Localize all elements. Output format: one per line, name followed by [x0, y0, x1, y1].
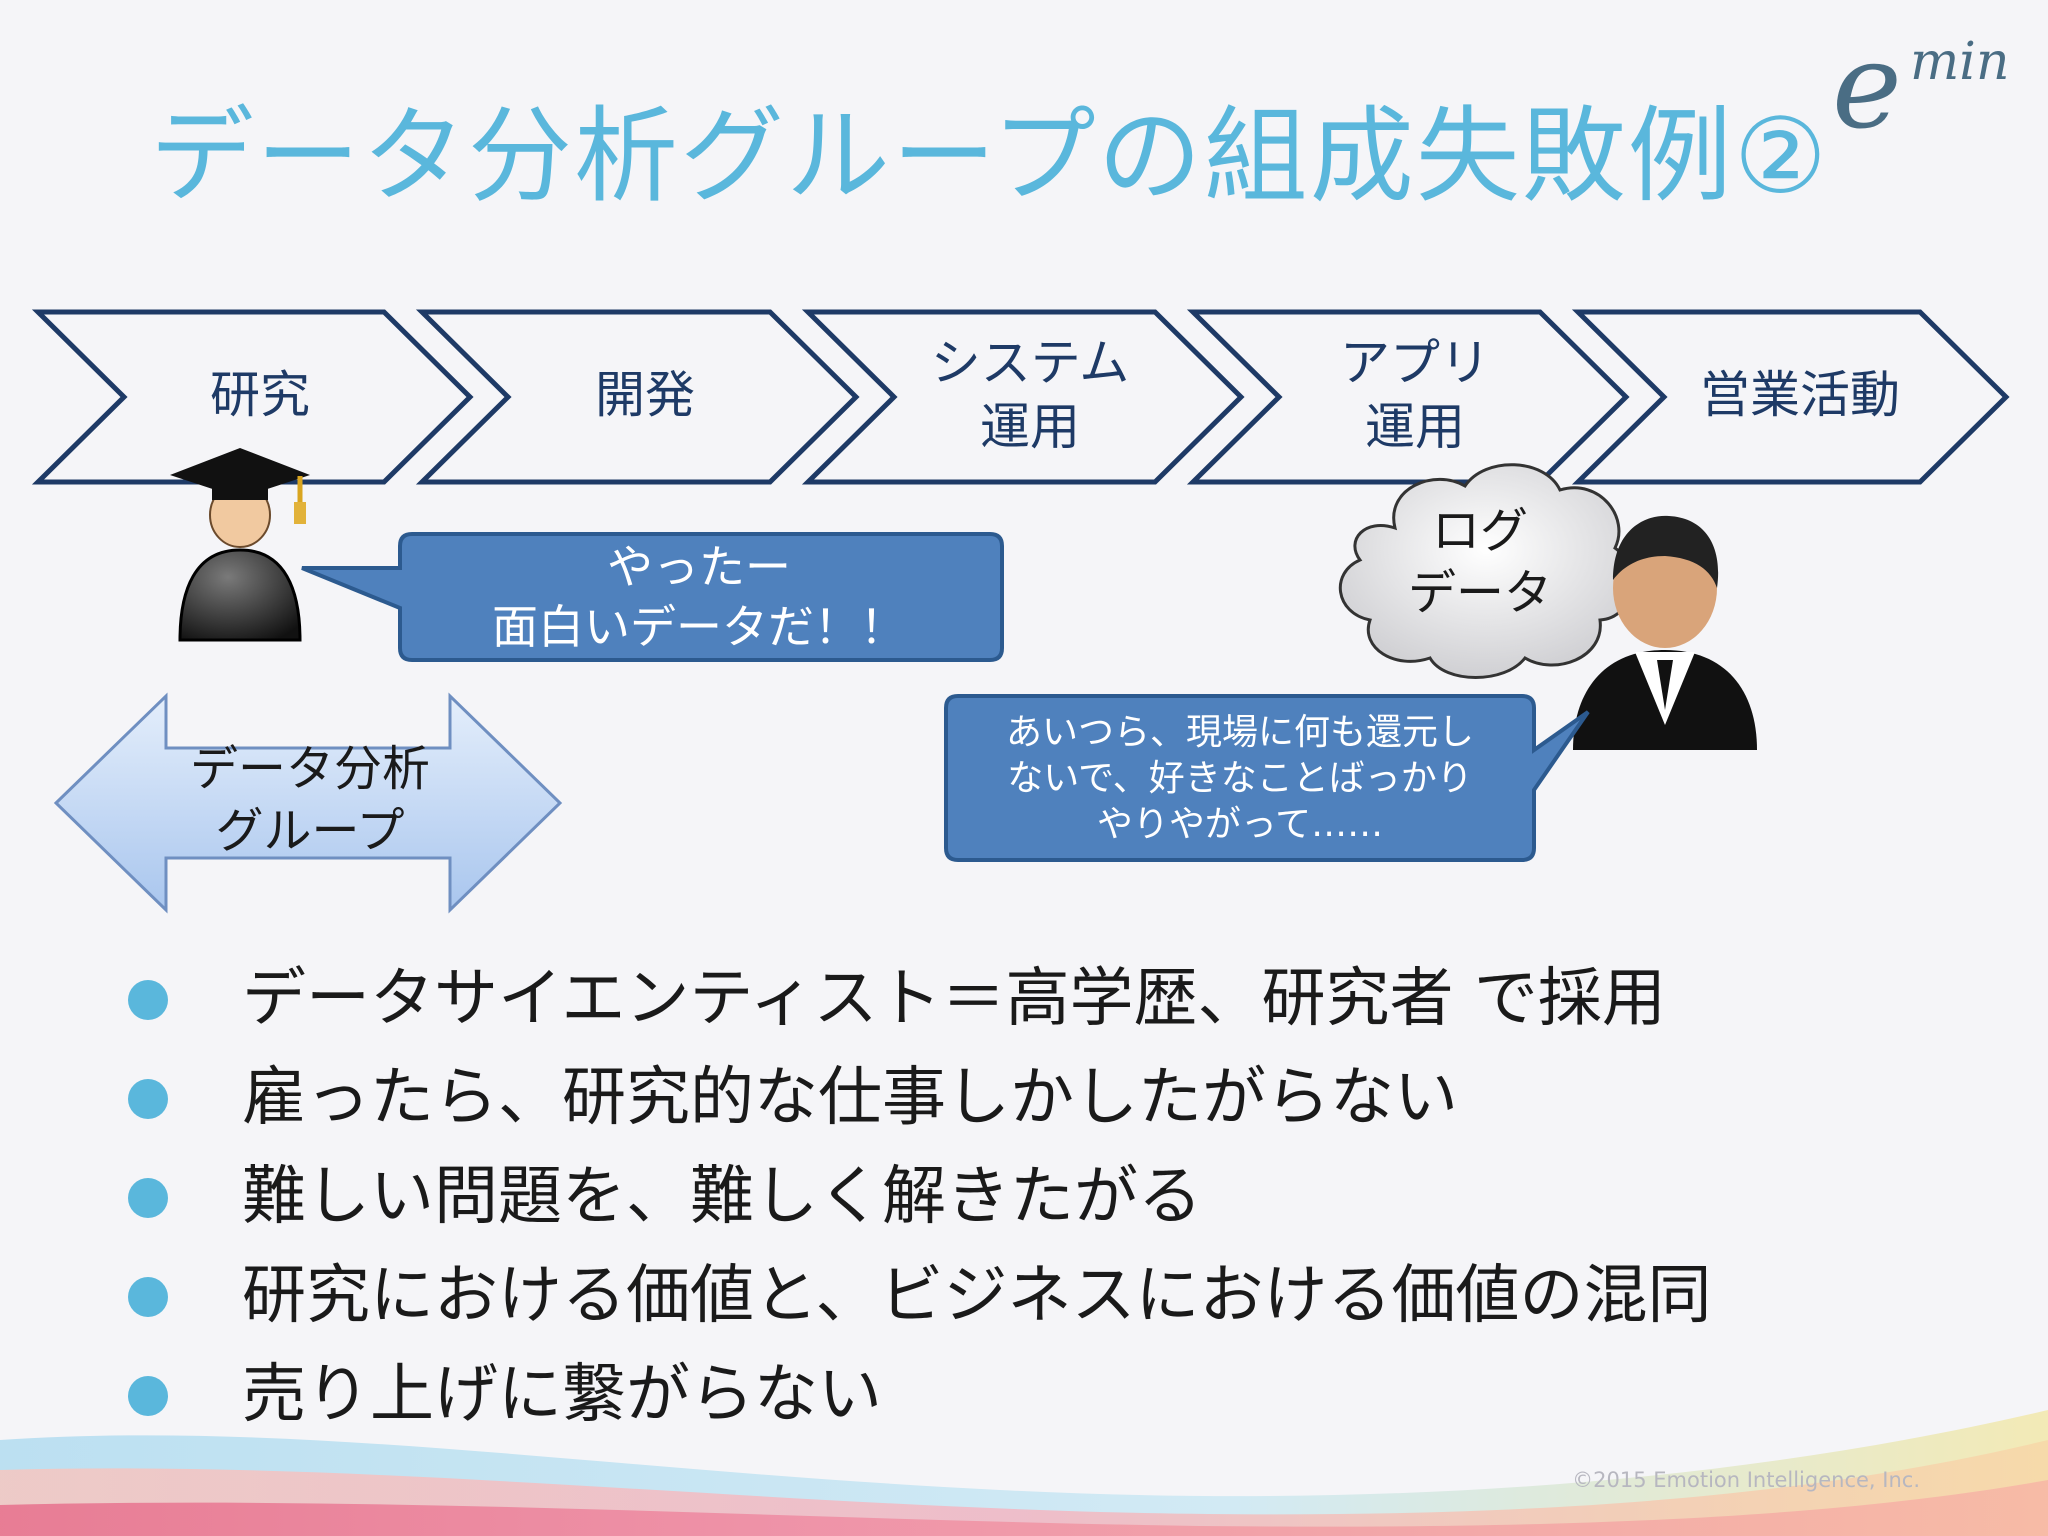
slide-title: データ分析グループの組成失敗例② [150, 95, 1829, 217]
bullet-text: 難しい問題を、難しく解きたがる [242, 1160, 1202, 1234]
chevron-step-2-shape [415, 309, 860, 485]
logo-letters-min: min [1910, 32, 2010, 92]
bullet-item: 難しい問題を、難しく解きたがる [120, 1148, 1920, 1247]
bullet-text: 雇ったら、研究的な仕事しかしたがらない [242, 1061, 1458, 1135]
data-analysis-group-double-arrow [53, 692, 563, 914]
emin-logo: e min [1832, 26, 2032, 146]
process-chevrons [31, 309, 2010, 485]
business-speech-bubble [944, 694, 1590, 862]
chevron-step-2-label: 開発 [595, 366, 695, 424]
bullet-dot-icon [128, 1376, 168, 1416]
business-speech-text: あいつら、現場に何も還元し ないで、好きなことばっかり やりやがって…… [1005, 712, 1474, 845]
bullet-text: 研究における価値と、ビジネスにおける価値の混同 [242, 1259, 1712, 1333]
log-data-cloud [1338, 463, 1634, 679]
chevron-step-1-label: 研究 [210, 366, 310, 424]
log-data-label: ログ データ [1407, 503, 1552, 621]
bullet-dot-icon [128, 980, 168, 1020]
chevron-step-3-shape [801, 309, 1245, 485]
copyright-notice: ©2015 Emotion Intelligence, Inc. [1572, 1468, 1920, 1492]
researcher-graduate-icon [170, 448, 310, 642]
bullet-item: 売り上げに繋がらない [120, 1346, 1920, 1445]
chevron-step-5-label: 営業活動 [1700, 366, 1900, 424]
bullet-dot-icon [128, 1079, 168, 1119]
researcher-speech-text: やったー 面白いデータだ！！ [492, 540, 906, 654]
bullet-text: データサイエンティスト＝高学歴、研究者 で採用 [242, 962, 1666, 1036]
bullet-dot-icon [128, 1178, 168, 1218]
chevron-step-5-shape [1571, 309, 2010, 485]
bullet-dot-icon [128, 1277, 168, 1317]
chevron-step-4-label: アプリ 運用 [1340, 334, 1490, 456]
businessman-person-icon [1573, 515, 1757, 750]
bullet-item: データサイエンティスト＝高学歴、研究者 で採用 [120, 950, 1920, 1049]
logo-letter-e: e [1832, 17, 1902, 155]
chevron-step-1-shape [31, 309, 474, 485]
chevron-step-3-label: システム 運用 [930, 334, 1130, 456]
bullet-item: 雇ったら、研究的な仕事しかしたがらない [120, 1049, 1920, 1148]
bullet-list: データサイエンティスト＝高学歴、研究者 で採用 雇ったら、研究的な仕事しかしたが… [120, 950, 1920, 1445]
data-analysis-group-label: データ分析 グループ [189, 741, 430, 859]
bullet-text: 売り上げに繋がらない [242, 1358, 882, 1432]
researcher-speech-bubble [301, 532, 1004, 662]
bullet-item: 研究における価値と、ビジネスにおける価値の混同 [120, 1247, 1920, 1346]
